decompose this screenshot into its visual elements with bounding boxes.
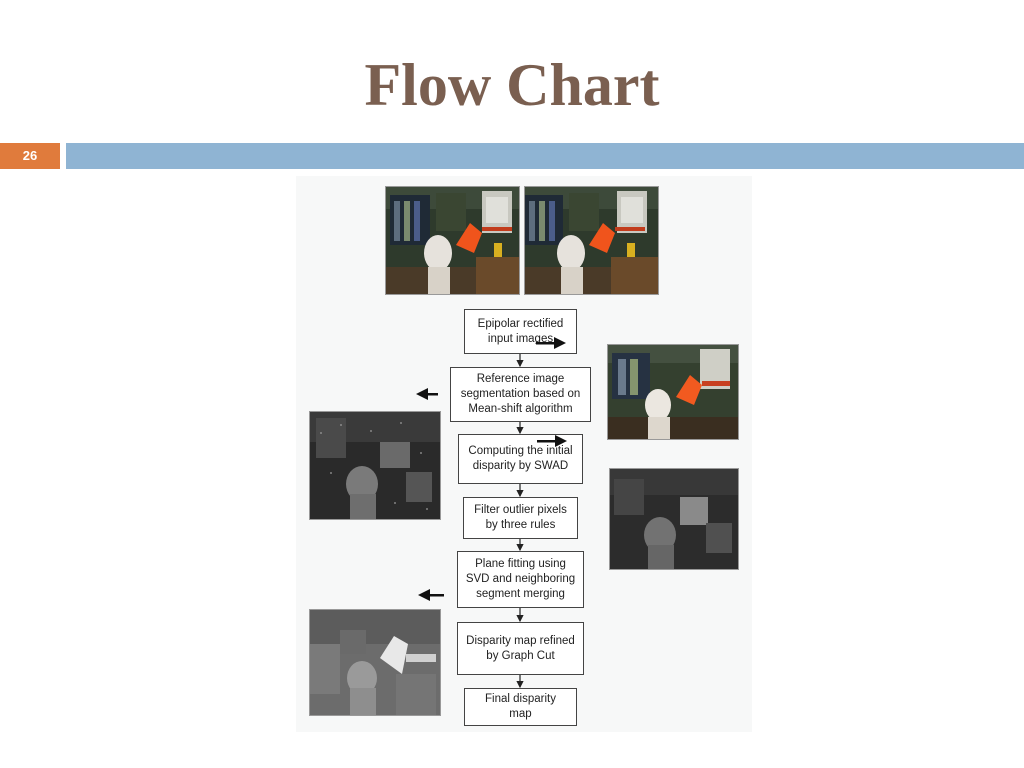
flow-step-graph-cut: Disparity map refined by Graph Cut xyxy=(457,622,584,675)
filtered-disparity-image xyxy=(609,468,739,570)
header-bar xyxy=(66,143,1024,169)
flow-step-segmentation: Reference image segmentation based on Me… xyxy=(450,367,591,422)
slide-number: 26 xyxy=(0,143,60,169)
plane-fitted-disparity-image xyxy=(309,609,441,716)
flow-step-label: Epipolar rectified input images xyxy=(477,317,564,345)
flow-step-final-disparity: Final disparity map xyxy=(464,688,577,726)
stereo-input-left-image xyxy=(385,186,520,295)
flow-step-label: Disparity map refined by Graph Cut xyxy=(466,634,575,662)
segmentation-result-image xyxy=(607,344,739,440)
stereo-input-right-image xyxy=(524,186,659,295)
flow-step-filter-outliers: Filter outlier pixels by three rules xyxy=(463,497,578,539)
flow-step-initial-disparity: Computing the initial disparity by SWAD xyxy=(458,434,583,484)
initial-disparity-image xyxy=(309,411,441,520)
flow-step-label: Final disparity map xyxy=(485,693,556,720)
flow-step-label: Filter outlier pixels by three rules xyxy=(474,504,567,531)
flow-step-label: Plane fitting using SVD and neighboring … xyxy=(465,558,576,600)
flow-step-plane-fitting: Plane fitting using SVD and neighboring … xyxy=(457,551,584,608)
flow-step-epipolar-rectified: Epipolar rectified input images xyxy=(464,309,577,354)
flow-step-label: Computing the initial disparity by SWAD xyxy=(468,445,573,472)
flow-step-label: Reference image segmentation based on Me… xyxy=(460,373,581,415)
slide-title: Flow Chart xyxy=(364,52,660,118)
